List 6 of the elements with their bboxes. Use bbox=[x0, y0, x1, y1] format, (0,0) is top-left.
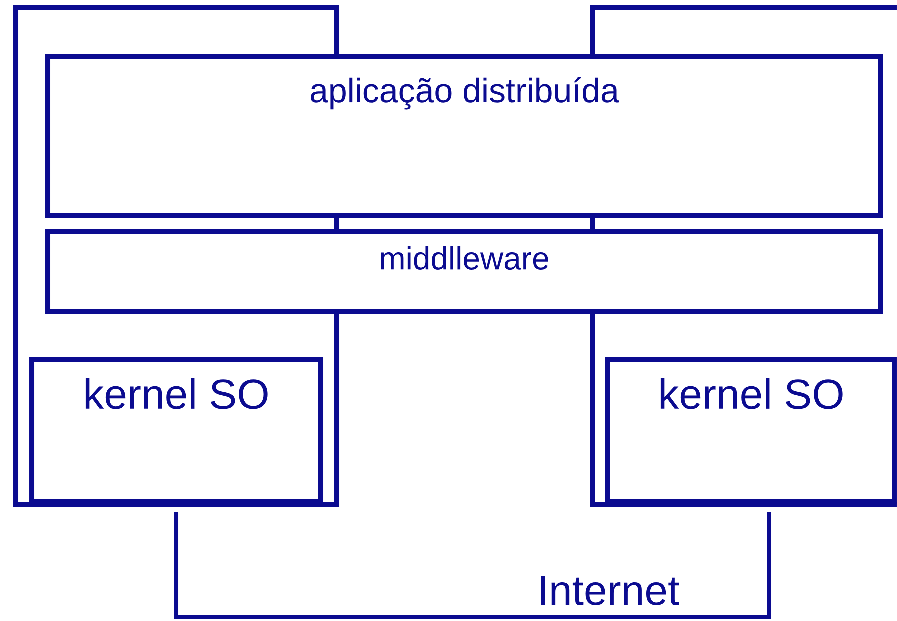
network-line bbox=[174, 512, 772, 619]
kernel-box: kernel SO bbox=[30, 358, 324, 504]
edge-label: Internet bbox=[541, 576, 680, 606]
layer-box: middlleware bbox=[46, 230, 884, 314]
layer-box: aplicação distribuída bbox=[46, 54, 884, 218]
kernel-box: kernel SO bbox=[606, 358, 897, 504]
